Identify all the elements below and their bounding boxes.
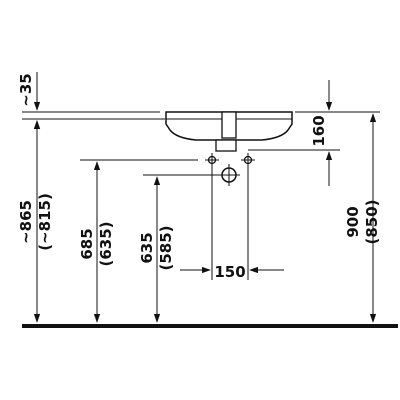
overflow-block	[221, 111, 237, 139]
label-total-height-left-alt: (~815)	[36, 193, 54, 251]
floor-line	[22, 324, 398, 328]
label-total-height-right: 900	[344, 206, 362, 237]
label-height-left-inner-alt: (635)	[97, 221, 115, 266]
label-sink-height: 160	[310, 115, 328, 146]
label-height-left-inner: 685	[78, 228, 96, 259]
label-total-height-right-alt: (850)	[363, 199, 381, 244]
label-height-center-alt: (585)	[157, 225, 175, 270]
right-tap-marker	[241, 153, 255, 167]
label-height-center: 635	[138, 232, 156, 263]
sink-profile	[165, 111, 293, 152]
label-tap-spacing: 150	[214, 263, 245, 281]
drain-outlet	[215, 139, 237, 152]
left-tap-marker	[205, 153, 219, 167]
waste-connection-marker	[218, 164, 240, 186]
label-top-offset: ~35	[17, 73, 35, 106]
label-total-height-left: ~865	[17, 200, 35, 244]
